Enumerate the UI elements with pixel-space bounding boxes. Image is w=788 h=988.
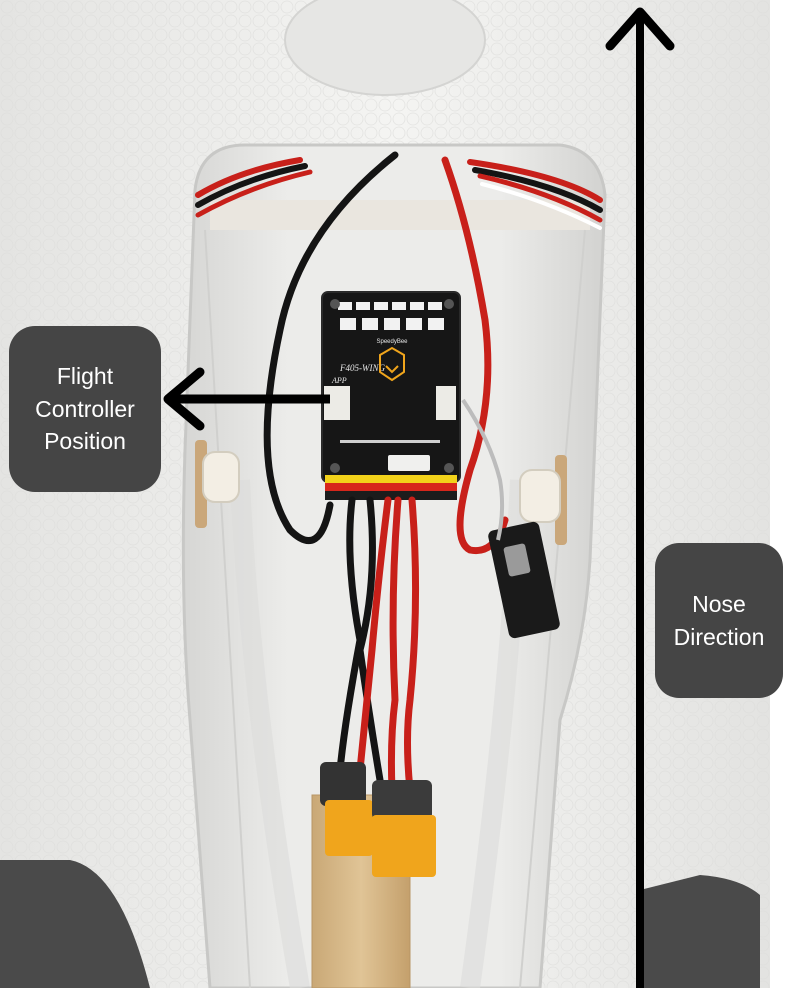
usb-extension-board xyxy=(461,398,560,639)
callout-line: Position xyxy=(44,428,126,455)
flight-controller-arrow xyxy=(163,367,330,431)
mount-post-right xyxy=(519,455,567,545)
callout-line: Nose xyxy=(692,590,746,617)
xt60-connector-left xyxy=(320,762,373,856)
mount-post-left xyxy=(195,440,240,528)
nose-direction-arrow xyxy=(605,7,675,988)
flight-controller-board: SpeedyBee F405-WING APP xyxy=(321,291,461,500)
xt60-connector-right xyxy=(372,780,436,877)
callout-line: Flight xyxy=(56,363,114,390)
flight-controller-callout: Flight Controller Position xyxy=(9,326,161,492)
top-wire-bundle xyxy=(195,157,603,230)
red-wire-loop xyxy=(441,156,509,555)
nose-direction-callout: Nose Direction xyxy=(655,543,783,698)
board-brand-text: SpeedyBee xyxy=(376,339,408,345)
board-variant-text: APP xyxy=(331,376,347,385)
board-model-text: F405-WING xyxy=(339,363,385,373)
callout-line: Direction xyxy=(673,623,765,650)
black-wire-loop xyxy=(263,151,399,544)
callout-line: Controller xyxy=(35,395,135,422)
battery-leads xyxy=(336,496,420,794)
